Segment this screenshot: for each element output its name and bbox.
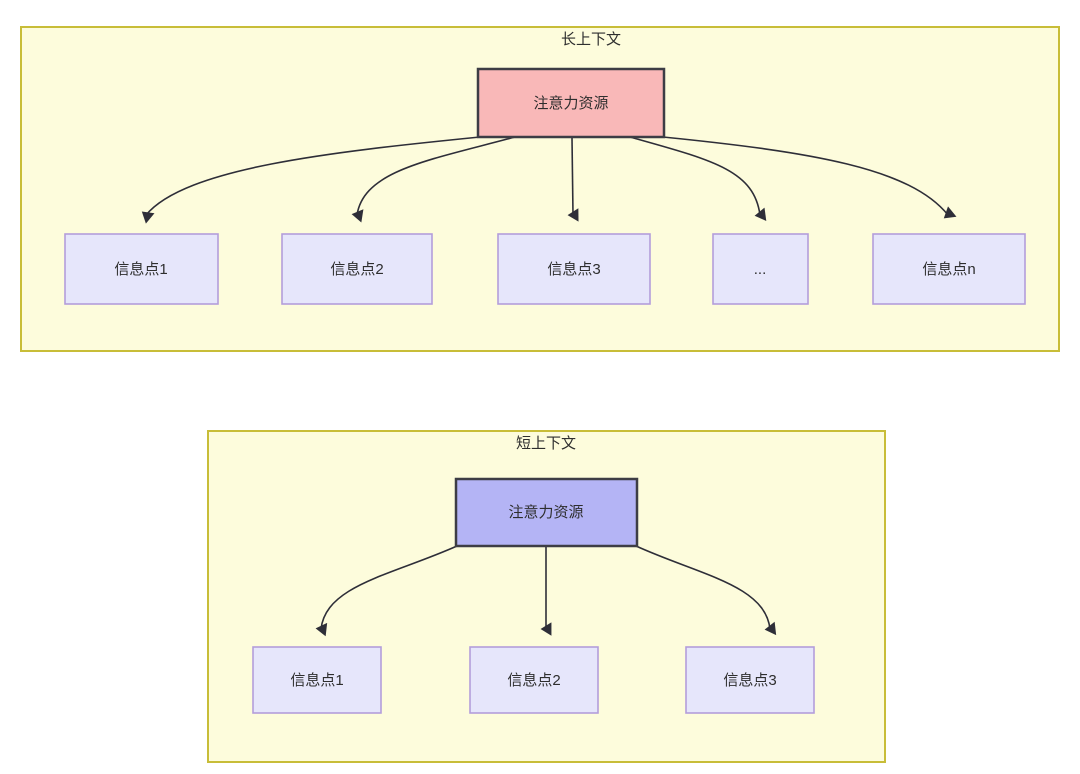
node-info-point-ellipsis-long-label: ... xyxy=(754,261,767,278)
node-info-point-2-short-rect[interactable] xyxy=(469,646,599,714)
node-info-point-n-long-label: 信息点n xyxy=(922,261,975,278)
node-info-point-2-short[interactable]: 信息点2 xyxy=(469,646,599,714)
node-info-point-2-long-rect[interactable] xyxy=(281,233,433,305)
container-title-long-context: 长上下文 xyxy=(561,31,621,48)
node-attention-resource-short-label: 注意力资源 xyxy=(508,503,583,521)
node-attention-resource-long-label: 注意力资源 xyxy=(533,94,608,112)
node-attention-resource-long-rect[interactable] xyxy=(476,67,666,139)
node-info-point-1-long-rect[interactable] xyxy=(64,233,219,305)
node-info-point-1-long-label: 信息点1 xyxy=(114,261,167,278)
edge-root-to-info-2 xyxy=(351,136,516,223)
node-info-point-1-short[interactable]: 信息点1 xyxy=(252,646,382,714)
node-info-point-ellipsis-long[interactable]: ... xyxy=(712,233,809,305)
node-info-point-3-long-label: 信息点3 xyxy=(547,261,600,278)
node-info-point-2-short-label: 信息点2 xyxy=(507,672,560,689)
node-info-point-n-long[interactable]: 信息点n xyxy=(872,233,1026,305)
edge-root-to-info-1-short xyxy=(315,545,458,637)
edge-root-to-info-3 xyxy=(567,137,579,222)
diagram-short-context: 短上下文 注意力资源 信息点1 信息点2 信息点3 xyxy=(207,430,886,763)
edge-root-to-info-1 xyxy=(141,136,481,224)
node-attention-resource-short[interactable]: 注意力资源 xyxy=(454,477,639,548)
edge-root-to-info-n xyxy=(662,136,957,219)
edge-group-short-context xyxy=(315,545,777,637)
node-attention-resource-short-rect[interactable] xyxy=(454,477,639,548)
diagram-long-context: 长上下文 注意力资源 信息点1 信息点2 xyxy=(20,26,1060,352)
edge-root-to-info-3-short xyxy=(635,545,777,636)
edge-group-long-context xyxy=(141,136,957,224)
node-info-point-3-short-rect[interactable] xyxy=(685,646,815,714)
node-info-point-3-short-label: 信息点3 xyxy=(723,672,776,689)
node-info-point-3-long[interactable]: 信息点3 xyxy=(497,233,651,305)
node-attention-resource-long[interactable]: 注意力资源 xyxy=(476,67,666,139)
edge-root-to-info-dots xyxy=(629,136,767,221)
node-info-point-1-short-rect[interactable] xyxy=(252,646,382,714)
container-title-short-context: 短上下文 xyxy=(516,435,576,452)
node-info-point-2-long-label: 信息点2 xyxy=(330,261,383,278)
node-info-point-1-long[interactable]: 信息点1 xyxy=(64,233,219,305)
node-info-point-n-long-rect[interactable] xyxy=(872,233,1026,305)
node-info-point-ellipsis-long-rect[interactable] xyxy=(712,233,809,305)
node-info-point-1-short-label: 信息点1 xyxy=(290,672,343,689)
node-info-point-3-short[interactable]: 信息点3 xyxy=(685,646,815,714)
node-info-point-2-long[interactable]: 信息点2 xyxy=(281,233,433,305)
node-info-point-3-long-rect[interactable] xyxy=(497,233,651,305)
